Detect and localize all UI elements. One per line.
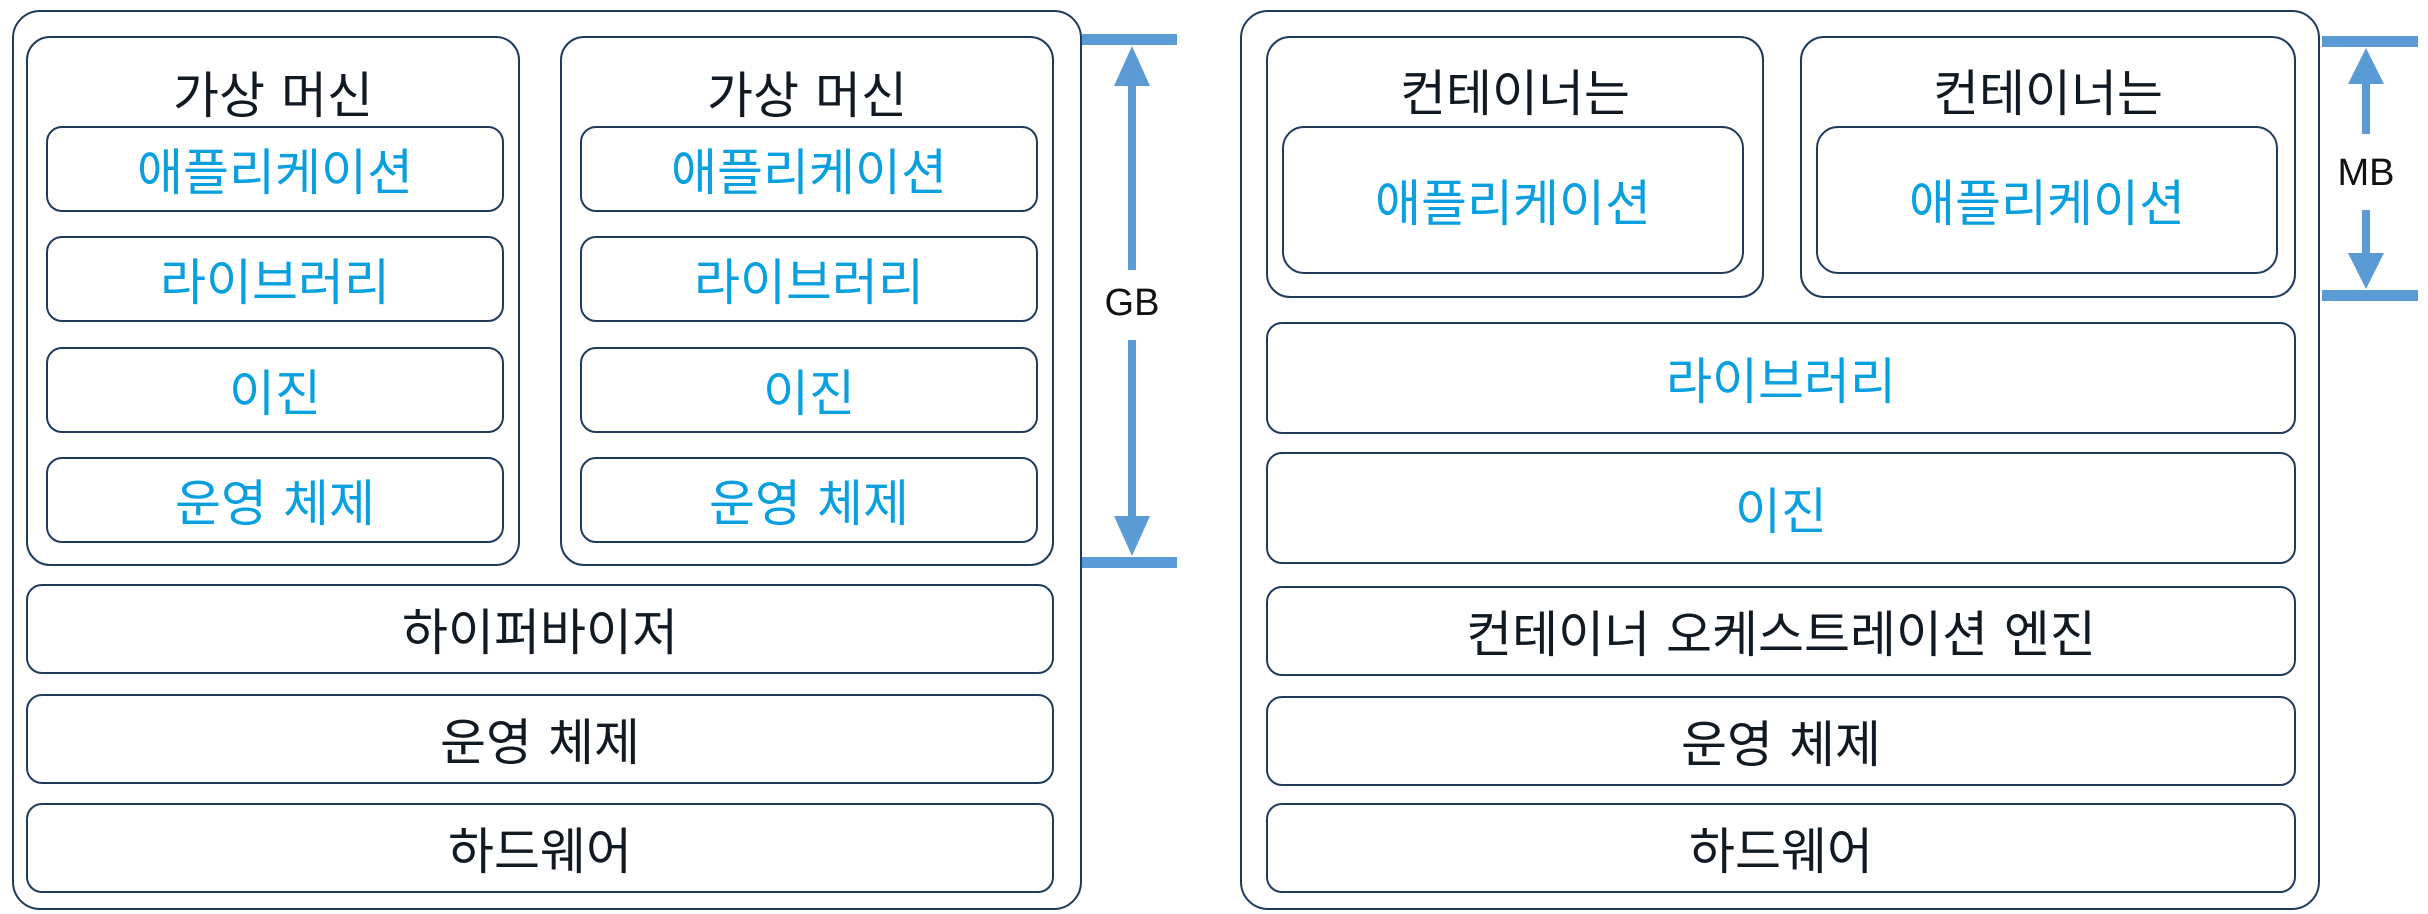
- vm1-application-layer: 애플리케이션: [46, 126, 504, 212]
- mb-arrow-up-head: [2348, 48, 2384, 84]
- gb-arrow-down-head: [1114, 516, 1150, 556]
- vm2-guest-os-layer: 운영 체제: [580, 457, 1038, 543]
- container-libraries-layer: 라이브러리: [1266, 322, 2296, 434]
- container-title: 컨테이너는: [1933, 65, 2163, 123]
- mb-top-bar: [2322, 36, 2418, 47]
- vm1-guest-os-layer: 운영 체제: [46, 457, 504, 543]
- vm-title: 가상 머신: [173, 67, 373, 125]
- mb-bottom-bar: [2322, 290, 2418, 301]
- container2-application-layer: 애플리케이션: [1816, 126, 2278, 274]
- container-title: 컨테이너는: [1400, 65, 1630, 123]
- vm2-binaries-layer: 이진: [580, 347, 1038, 433]
- container-binaries-layer: 이진: [1266, 452, 2296, 564]
- vm-title: 가상 머신: [707, 67, 907, 125]
- vm-host-os-layer: 운영 체제: [26, 694, 1054, 784]
- gb-bottom-bar: [1082, 557, 1177, 568]
- gb-top-bar: [1082, 34, 1177, 45]
- mb-arrow-down-head: [2348, 253, 2384, 289]
- hypervisor-layer: 하이퍼바이저: [26, 584, 1054, 674]
- container-orchestration-engine-layer: 컨테이너 오케스트레이션 엔진: [1266, 586, 2296, 676]
- vm2-application-layer: 애플리케이션: [580, 126, 1038, 212]
- vm1-libraries-layer: 라이브러리: [46, 236, 504, 322]
- container1-application-layer: 애플리케이션: [1282, 126, 1744, 274]
- vm2-libraries-layer: 라이브러리: [580, 236, 1038, 322]
- mb-size-label: MB: [2337, 152, 2395, 194]
- gb-arrow-up-head: [1114, 46, 1150, 86]
- vm1-binaries-layer: 이진: [46, 347, 504, 433]
- gb-size-label: GB: [1104, 282, 1160, 324]
- container-host-os-layer: 운영 체제: [1266, 696, 2296, 786]
- vm-hardware-layer: 하드웨어: [26, 803, 1054, 893]
- container-hardware-layer: 하드웨어: [1266, 803, 2296, 893]
